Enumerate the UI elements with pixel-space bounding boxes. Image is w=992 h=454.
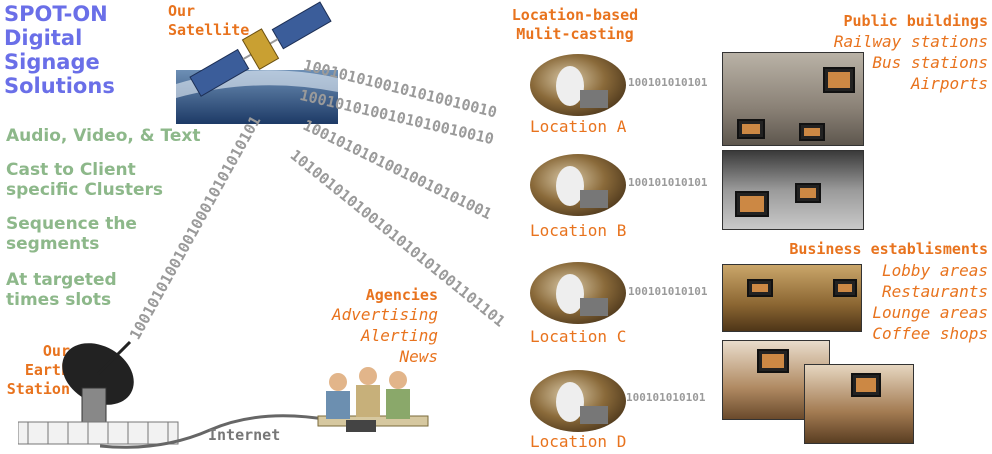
earth-station-dish [17,322,188,450]
public-building-item: Airports [910,74,988,93]
agencies-people-image [298,360,438,440]
location-device-image [530,370,626,432]
public-buildings-list: Railway stations Bus stations Airports [800,31,988,94]
business-item: Coffee shops [872,324,988,343]
business-item: Restaurants [882,282,988,301]
public-building-item: Bus stations [872,53,988,72]
agencies-list: Advertising Alerting News [300,304,438,367]
location-bits: 100101010101 [626,391,706,404]
bus-station-photo [722,150,864,230]
agency-item: Alerting [360,326,438,345]
business-item: Lounge areas [872,303,988,322]
brand-line: Solutions [4,74,115,98]
public-buildings-title: Public buildings [843,12,989,30]
location-device-image [530,54,626,116]
multicast-title-line: Location-based [511,6,639,24]
multicast-title: Location-based Mulit-casting [500,6,650,44]
location-label: Location D [530,432,627,451]
public-building-item: Railway stations [833,32,988,51]
coffee-shop-photo [804,364,914,444]
feature-item: At targeted times slots [6,270,117,310]
lobby-photo [722,264,862,332]
brand-line: Signage [4,50,100,74]
agency-item: Advertising [332,305,438,324]
satellite-image [176,0,346,124]
earth-station-label-line: Earth [24,361,70,379]
location-label: Location A [530,117,627,136]
business-list: Lobby areas Restaurants Lounge areas Cof… [800,260,988,344]
location-label: Location C [530,327,627,346]
internet-label: Internet [208,426,281,444]
brand-title: SPOT-ON Digital Signage Solutions [4,2,154,98]
earth-station-label: Our Earth Station [0,342,70,399]
location-bits: 100101010101 [628,176,708,189]
feature-item: Audio, Video, & Text [6,126,201,146]
brand-line: SPOT-ON [4,2,108,26]
multicast-title-line: Mulit-casting [516,25,634,43]
location-label: Location B [530,221,627,240]
business-item: Lobby areas [882,261,988,280]
business-title: Business establisments [789,240,988,258]
agency-item: News [399,347,438,366]
earth-station-label-line: Our [42,342,70,360]
feature-item: Cast to Client specific Clusters [6,160,164,200]
satellite-label: Our Satellite [168,2,249,40]
railway-station-photo [722,52,864,146]
internet-cable [100,414,331,449]
location-device-image [530,154,626,216]
feature-item: Sequence the segments [6,214,137,254]
satellite-label-line: Satellite [168,21,250,39]
agencies-title: Agencies [365,286,438,304]
earth-station-label-line: Station [6,380,70,398]
brand-line: Digital [4,26,83,50]
location-bits: 100101010101 [628,285,708,298]
location-bits: 100101010101 [628,76,708,89]
location-device-image [530,262,626,324]
satellite-label-line: Our [168,2,196,20]
